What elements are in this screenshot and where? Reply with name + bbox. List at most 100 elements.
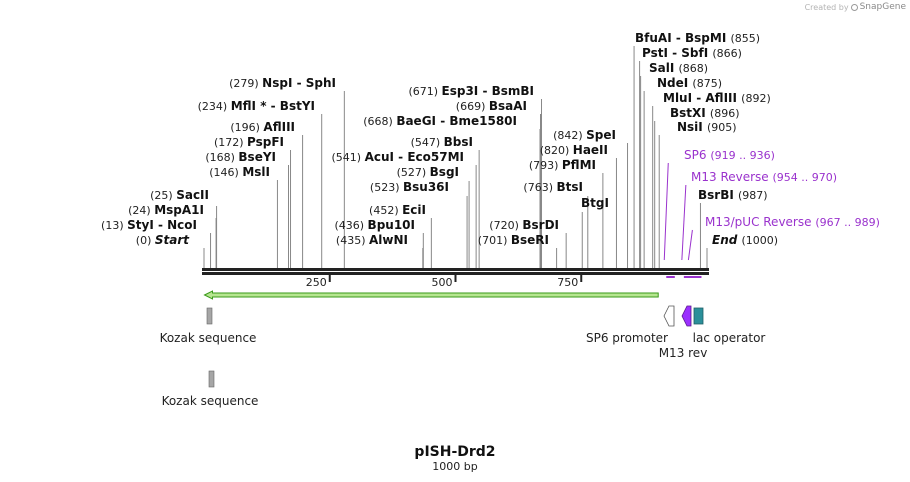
- site-position: (168): [205, 151, 238, 164]
- site-name: BseRI: [511, 233, 549, 247]
- site-label: MluI - AflIII (892): [663, 91, 771, 105]
- site-labels-group: (0) Start(13) StyI - NcoI(24) MspA1I(25)…: [101, 31, 778, 247]
- site-label: (196) AflIII: [230, 120, 295, 134]
- backbone-top-rail: [202, 268, 709, 271]
- site-name: Esp3I - BsmBI: [442, 84, 534, 98]
- site-label: BsrBI (987): [698, 188, 768, 202]
- sp6-promoter-label: SP6 promoter: [586, 331, 668, 345]
- site-name: AflIII: [263, 120, 295, 134]
- site-label: (720) BsrDI: [489, 218, 559, 232]
- lac-operator-box: [693, 307, 704, 325]
- credit: Created by SnapGene: [805, 2, 906, 12]
- site-label: (234) MflI * - BstYI: [198, 99, 315, 113]
- site-name: AcuI - Eco57MI: [365, 150, 464, 164]
- site-position: (668): [363, 115, 396, 128]
- site-name: SalI: [649, 61, 679, 75]
- site-label: (763) BtsI: [523, 180, 583, 194]
- site-position: (541): [332, 151, 365, 164]
- site-label: (146) MslI: [209, 165, 270, 179]
- site-label: BfuAI - BspMI (855): [635, 31, 760, 45]
- primer-label: SP6 (919 .. 936): [684, 148, 775, 162]
- site-position: (435): [336, 234, 369, 247]
- site-label: NsiI (905): [677, 120, 737, 134]
- site-name: BsgI: [430, 165, 459, 179]
- site-label: (25) SacII: [150, 188, 209, 202]
- site-label: (820) HaeII: [540, 143, 608, 157]
- site-position: (436): [334, 219, 367, 232]
- primer-range: (954 .. 970): [773, 171, 838, 184]
- site-name: NdeI: [657, 76, 692, 90]
- site-position: (701): [478, 234, 511, 247]
- site-label: (0) Start: [136, 233, 190, 247]
- site-name: BaeGI - Bme1580I: [396, 114, 517, 128]
- site-name: MflI * - BstYI: [231, 99, 315, 113]
- site-position: (146): [209, 166, 242, 179]
- site-label: (547) BbsI: [411, 135, 473, 149]
- primer-range: (967 .. 989): [815, 216, 880, 229]
- site-name: MslI: [242, 165, 270, 179]
- sp6-promoter-arrow: [663, 305, 675, 327]
- site-position: (669): [456, 100, 489, 113]
- site-position: (987): [738, 189, 768, 202]
- site-lines-group: [203, 46, 708, 268]
- primer-name: SP6: [684, 148, 710, 162]
- site-position: (671): [408, 85, 441, 98]
- site-name: PflMI: [562, 158, 596, 172]
- site-position: (875): [692, 77, 722, 90]
- backbone-bottom-rail: [202, 272, 709, 275]
- site-name: BsrDI: [522, 218, 559, 232]
- site-name: SacII: [176, 188, 209, 202]
- credit-prefix: Created by: [804, 2, 849, 12]
- site-name: Bpu10I: [368, 218, 415, 232]
- site-name: MluI - AflIII: [663, 91, 741, 105]
- site-position: (25): [150, 189, 176, 202]
- site-label: (669) BsaAI: [456, 99, 527, 113]
- site-name: BseYI: [238, 150, 276, 164]
- site-label: (523) Bsu36I: [370, 180, 449, 194]
- site-position: (842): [553, 129, 586, 142]
- m13-rev-arrow: [681, 305, 692, 327]
- primer-range: (919 .. 936): [710, 149, 775, 162]
- site-name: PspFI: [247, 135, 284, 149]
- site-label: (671) Esp3I - BsmBI: [408, 84, 534, 98]
- site-position: (820): [540, 144, 573, 157]
- primer-leader-line: [681, 184, 687, 261]
- site-position: (13): [101, 219, 127, 232]
- primer-leader-line: [663, 162, 669, 261]
- site-position: (793): [529, 159, 562, 172]
- site-name: BstXI: [670, 106, 710, 120]
- site-name: AlwNI: [369, 233, 408, 247]
- site-position: (547): [411, 136, 444, 149]
- site-label: (435) AlwNI: [336, 233, 408, 247]
- site-name: BtgI: [581, 196, 609, 210]
- site-position: (24): [128, 204, 154, 217]
- site-position: (523): [370, 181, 403, 194]
- site-label: (172) PspFI: [214, 135, 284, 149]
- site-label: SalI (868): [649, 61, 708, 75]
- site-label: (13) StyI - NcoI: [101, 218, 197, 232]
- primer-leader-line: [687, 229, 693, 261]
- primer-name: M13 Reverse: [691, 170, 773, 184]
- snapgene-logo-icon: [850, 3, 858, 11]
- orf-group: [203, 290, 659, 300]
- site-label: (842) SpeI: [553, 128, 616, 142]
- m13-rev-label: M13 rev: [659, 346, 708, 360]
- site-name: NspI - SphI: [262, 76, 336, 90]
- plasmid-name: pISH-Drd2: [414, 444, 495, 460]
- site-name: BsrBI: [698, 188, 738, 202]
- site-name: EciI: [402, 203, 426, 217]
- site-label: NdeI (875): [657, 76, 722, 90]
- site-label: (701) BseRI: [478, 233, 549, 247]
- site-label: (436) Bpu10I: [334, 218, 415, 232]
- ruler-tick-label: 250: [306, 276, 327, 289]
- site-position: (896): [710, 107, 740, 120]
- credit-brand: SnapGene: [859, 2, 906, 12]
- ruler-tick-label: 750: [557, 276, 578, 289]
- primer-name: M13/pUC Reverse: [705, 215, 815, 229]
- site-position: (452): [369, 204, 402, 217]
- site-position: (279): [229, 77, 262, 90]
- lac-operator-label: lac operator: [693, 331, 766, 345]
- site-label: (452) EciI: [369, 203, 426, 217]
